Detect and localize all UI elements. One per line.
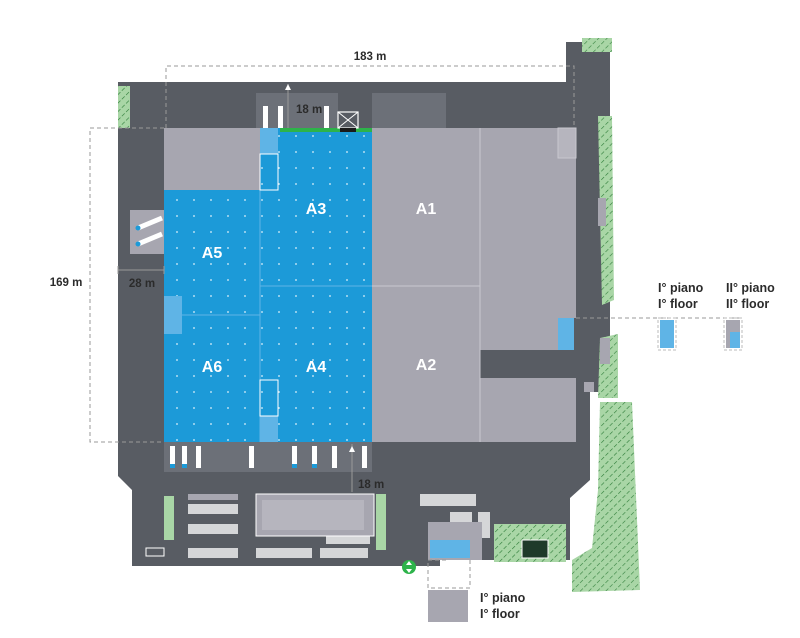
blue-core-s <box>259 379 279 417</box>
unit-label-a4: A4 <box>306 359 327 376</box>
west-ramp-trucks <box>135 215 163 247</box>
dimension-lines <box>89 65 740 589</box>
unit-label-a5: A5 <box>202 245 223 262</box>
hall-se <box>480 378 576 442</box>
generator-icon <box>521 539 549 559</box>
floor-label-second-en: II° floor <box>726 297 769 311</box>
unit-label-a1: A1 <box>416 201 437 218</box>
floor-inset-second-blue <box>730 332 740 348</box>
available-area-dots <box>164 128 372 442</box>
access-arrows-icon <box>402 560 416 574</box>
south-office-blue <box>430 540 470 558</box>
blue-office-s <box>260 416 278 442</box>
east-gate <box>584 382 594 392</box>
hall-notch <box>557 127 577 159</box>
hall-east <box>480 128 576 318</box>
hall-a2 <box>372 286 480 442</box>
dim-label-north-yard: 18 m <box>296 104 322 116</box>
floor-inset-first <box>660 320 674 348</box>
unit-label-a3: A3 <box>306 201 327 218</box>
floor-label-bottom-en: I° floor <box>480 607 520 621</box>
dim-arrow-s <box>349 446 355 452</box>
south-dock-strip <box>164 442 372 472</box>
hall-a1 <box>372 128 480 286</box>
floor-label-first-en: I° floor <box>658 297 698 311</box>
floor-label-second-it: II° piano <box>726 281 775 295</box>
south-loading-bays <box>170 446 367 468</box>
dim-label-overall-width: 183 m <box>354 51 387 63</box>
floor-label-bottom-it: I° piano <box>480 591 526 605</box>
blue-office-n <box>260 128 278 154</box>
floor-label-first-it: I° piano <box>658 281 704 295</box>
parking-area <box>145 493 490 558</box>
blue-strip-east <box>558 318 574 350</box>
north-dock-block-2 <box>372 93 446 129</box>
green-area-se <box>572 402 640 592</box>
green-area-nw <box>118 86 130 128</box>
hall-east-office <box>480 318 558 350</box>
blue-core-n <box>259 153 279 191</box>
dim-label-overall-depth: 169 m <box>50 277 83 289</box>
unit-label-a2: A2 <box>416 357 437 374</box>
dim-label-side-yard: 28 m <box>129 278 155 290</box>
hall-nw <box>164 128 260 190</box>
dim-label-south-yard: 18 m <box>358 479 384 491</box>
north-loading-bays <box>263 106 372 132</box>
green-area-ne <box>582 38 612 52</box>
east-ramp-marking <box>598 198 606 226</box>
unit-label-a6: A6 <box>202 359 223 376</box>
dim-arrow-n <box>285 84 291 90</box>
east-stair <box>600 338 610 364</box>
floor-inset-bottom <box>428 590 468 622</box>
blue-office-w <box>164 296 182 334</box>
